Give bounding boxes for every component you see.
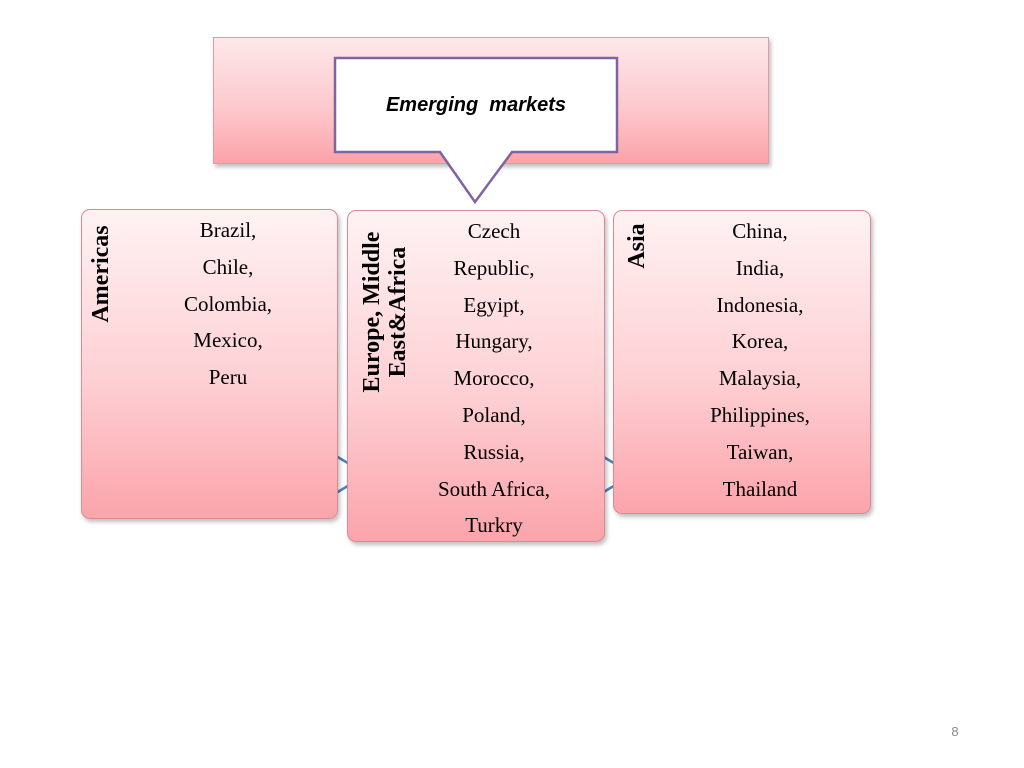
country-item: Mexico,: [193, 328, 263, 353]
country-item: Morocco,: [453, 366, 535, 391]
country-item: Chile,: [202, 254, 254, 279]
country-item: Brazil,: [199, 218, 257, 242]
country-item: South Africa,: [438, 476, 550, 501]
region-box-asia: [613, 210, 871, 514]
country-item: Republic,: [453, 255, 535, 280]
region-box-emea: [347, 210, 605, 542]
region-label-line: Asia: [624, 223, 650, 269]
country-item: Philippines,: [710, 402, 810, 427]
country-item: Russia,: [463, 439, 525, 464]
region-label-americas: Americas: [84, 210, 118, 338]
country-item: Thailand: [722, 476, 798, 501]
region-label-line: East&Africa: [385, 246, 411, 378]
country-list-emea: Czech Republic, Egyipt, Hungary, Morocco…: [414, 213, 574, 544]
country-list-asia: China, India, Indonesia, Korea, Malaysia…: [680, 213, 840, 507]
country-item: Poland,: [462, 402, 526, 427]
region-label-line: Americas: [88, 225, 114, 323]
country-item: Turkry: [465, 513, 523, 538]
header-title: Emerging markets: [385, 93, 567, 116]
country-list-americas: Brazil, Chile, Colombia, Mexico, Peru: [148, 212, 308, 396]
country-item: Malaysia,: [718, 366, 802, 391]
region-label-emea: Europe, Middle East&Africa: [356, 212, 414, 412]
country-item: Hungary,: [455, 329, 533, 354]
region-label-asia: Asia: [620, 214, 654, 278]
country-item: Peru: [208, 365, 248, 390]
country-item: Czech: [467, 219, 521, 243]
country-item: Korea,: [731, 329, 789, 354]
country-item: Indonesia,: [716, 292, 804, 317]
country-item: Colombia,: [183, 291, 273, 316]
country-item: Taiwan,: [726, 439, 794, 464]
page-number: 8: [951, 724, 959, 739]
region-box-americas: [81, 209, 338, 519]
country-item: China,: [732, 219, 788, 243]
country-item: India,: [735, 255, 785, 280]
region-label-line: Europe, Middle: [359, 231, 385, 393]
country-item: Egyipt,: [463, 292, 525, 317]
